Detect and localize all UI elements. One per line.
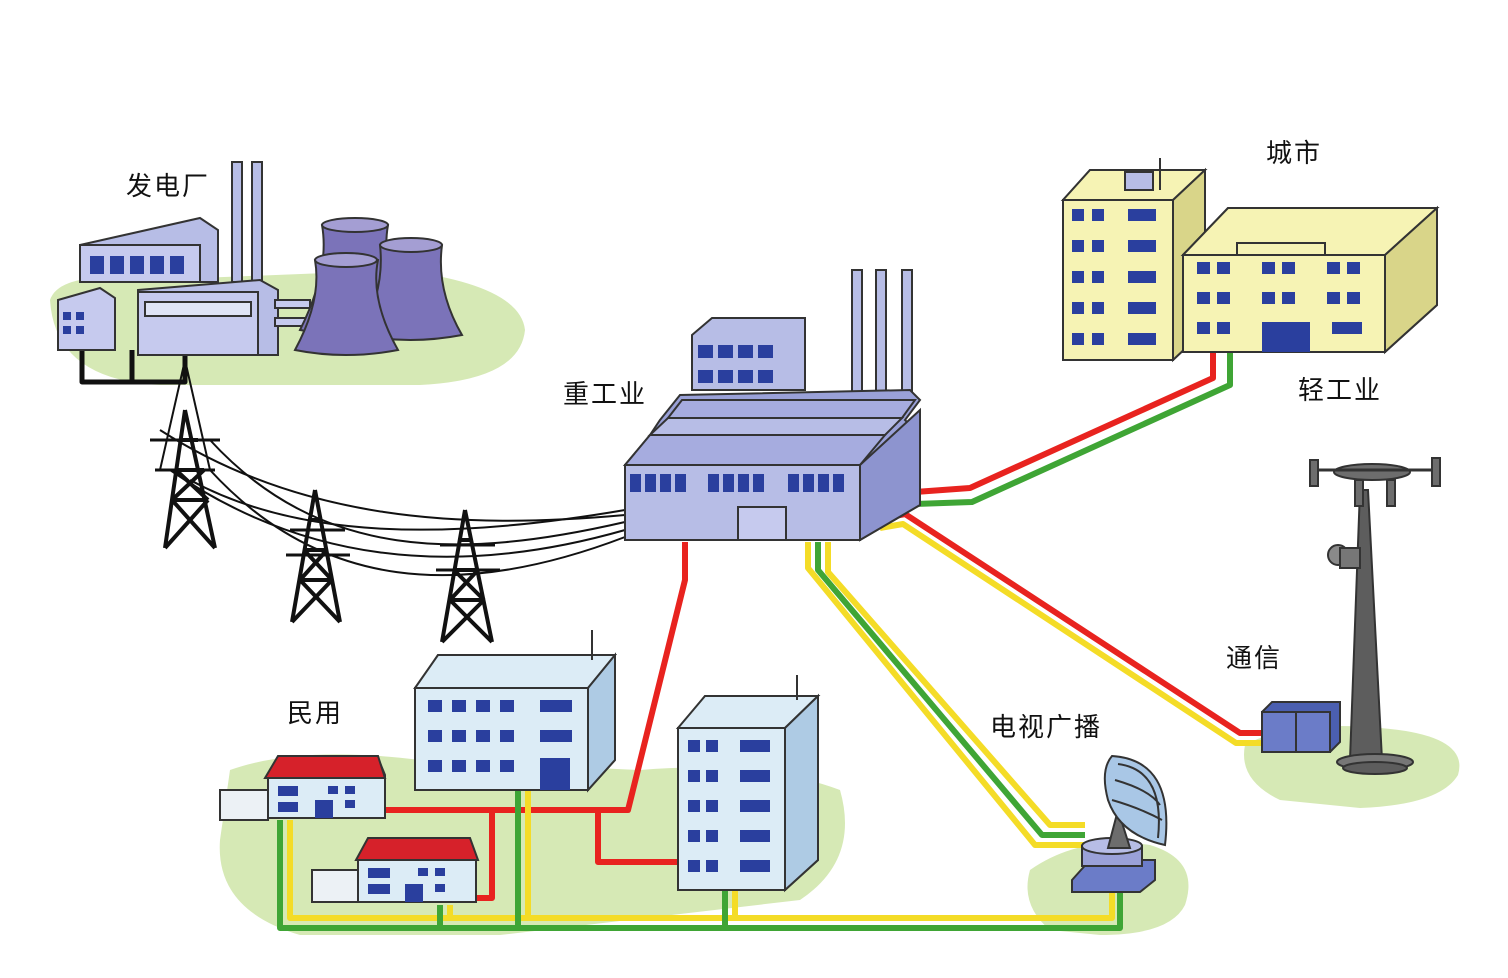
heavy-industry-label: 重工业	[563, 380, 648, 410]
yellow-line-to-tower	[879, 521, 1262, 746]
yellow-line-to-satellite	[805, 542, 1085, 848]
red-line-to-residential	[382, 542, 688, 813]
communication-label: 通信	[1226, 644, 1283, 674]
tv-broadcast-label: 电视广播	[990, 713, 1103, 743]
green-line-to-city	[914, 352, 1233, 507]
main-hall-windows	[90, 256, 184, 274]
annex	[57, 286, 116, 351]
power-plant	[57, 161, 464, 356]
pylon-3	[436, 509, 500, 644]
connection-lines	[79, 350, 1262, 931]
heavy-industry	[622, 269, 922, 542]
red-line-to-city	[914, 352, 1216, 495]
city-buildings	[1060, 158, 1440, 363]
pylon-2	[286, 489, 350, 624]
residential-houses	[219, 630, 821, 903]
city-label: 城市	[1266, 139, 1323, 169]
chimney	[231, 161, 243, 283]
light-industry-label: 轻工业	[1298, 376, 1383, 406]
yellow-line-to-satellite-2	[825, 542, 1085, 828]
transmission-lines	[159, 359, 626, 577]
communication-tower	[1261, 457, 1441, 775]
red-roof	[263, 755, 387, 779]
factory-door	[737, 506, 787, 541]
pylon-1	[150, 409, 220, 550]
red-line-to-office	[595, 810, 680, 865]
green-bottom-line	[277, 820, 1123, 931]
satellite-dish	[1071, 754, 1168, 893]
chimney	[251, 161, 263, 283]
power-plant-label: 发电厂	[126, 172, 211, 202]
green-line-to-satellite	[815, 542, 1085, 838]
yellow-bottom-line	[287, 820, 1115, 921]
red-roof	[354, 837, 480, 861]
residential-label: 民用	[287, 699, 344, 729]
